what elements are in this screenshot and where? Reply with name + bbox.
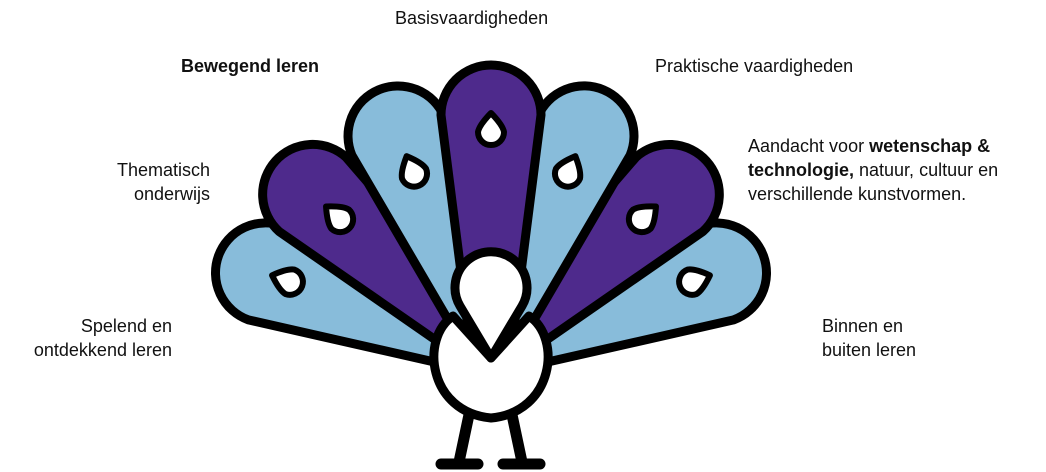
label-line: buiten leren [822, 338, 916, 362]
label-line: Thematisch [86, 158, 210, 182]
label-line: Spelend en [0, 314, 172, 338]
label-line: Binnen en [822, 314, 916, 338]
label-binnen-buiten: Binnen en buiten leren [822, 314, 916, 362]
right-leg [511, 410, 522, 462]
label-line: onderwijs [86, 182, 210, 206]
feather-mid-left-eye [326, 206, 353, 232]
label-wetenschap-technologie: Aandacht voor wetenschap & technologie, … [748, 134, 998, 206]
label-text: natuur, cultuur en [854, 160, 998, 180]
label-line: ontdekkend leren [0, 338, 172, 362]
left-leg [459, 410, 470, 462]
label-line: technologie, natuur, cultuur en [748, 158, 998, 182]
label-text-bold: wetenschap & [869, 136, 990, 156]
label-bewegend-leren: Bewegend leren [181, 54, 319, 78]
label-praktische-vaardigheden: Praktische vaardigheden [655, 54, 853, 78]
label-line: Aandacht voor wetenschap & [748, 134, 998, 158]
peacock-body [434, 252, 548, 464]
feather-mid-right-eye [629, 206, 656, 232]
label-basisvaardigheden: Basisvaardigheden [395, 6, 548, 30]
label-text: Aandacht voor [748, 136, 869, 156]
label-thematisch-onderwijs: Thematisch onderwijs [86, 158, 210, 206]
label-line: verschillende kunstvormen. [748, 182, 998, 206]
label-spelend-ontdekkend: Spelend en ontdekkend leren [0, 314, 172, 362]
label-text-bold: technologie, [748, 160, 854, 180]
